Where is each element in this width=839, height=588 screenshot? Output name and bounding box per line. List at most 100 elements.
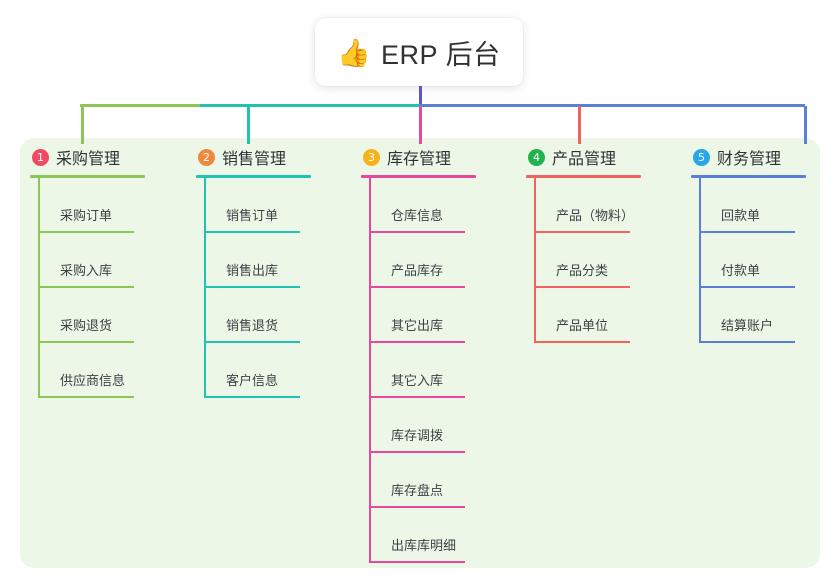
branch-spine [699, 178, 701, 343]
branch-item-label: 采购入库 [60, 263, 113, 278]
branch-item-rule [204, 341, 300, 343]
branch-item-rule [699, 341, 795, 343]
branch-header-rule [526, 175, 641, 178]
branch-item-label: 产品单位 [556, 318, 609, 333]
branch-header-2[interactable]: 2 销售管理 [196, 145, 356, 169]
trunk-connector [419, 86, 422, 105]
branch-item-label: 产品（物料） [556, 208, 635, 223]
branch-header-rule [691, 175, 806, 178]
branch-item[interactable]: 销售退货 [204, 288, 356, 343]
branch-item-label: 供应商信息 [60, 373, 126, 388]
branch-drop-3 [419, 106, 422, 144]
branch-item[interactable]: 结算账户 [699, 288, 839, 343]
branch-item[interactable]: 产品单位 [534, 288, 686, 343]
branch-item-rule [699, 231, 795, 233]
branch-item[interactable]: 产品库存 [369, 233, 521, 288]
branch-item-rule [369, 231, 465, 233]
branch-item-list: 采购订单采购入库采购退货供应商信息 [38, 178, 190, 398]
branch-item-rule [38, 396, 134, 398]
branch-item[interactable]: 其它出库 [369, 288, 521, 343]
branch-item-rule [38, 231, 134, 233]
branch-item-rule [369, 396, 465, 398]
root-node-card[interactable]: 👍 ERP 后台 [315, 18, 523, 86]
branch-title: 库存管理 [387, 151, 452, 168]
branch-title: 销售管理 [222, 151, 287, 168]
branch-item-label: 销售退货 [226, 318, 279, 333]
branch-item-list: 回款单付款单结算账户 [699, 178, 839, 343]
branch-item-rule [534, 341, 630, 343]
branch-item-label: 产品库存 [391, 263, 444, 278]
branch-spine [534, 178, 536, 343]
branch-number-badge: 2 [198, 148, 215, 166]
root-node-title: ERP 后台 [381, 39, 501, 70]
branch-header-rule [30, 175, 145, 178]
branch-item-rule [204, 286, 300, 288]
branch-spine [38, 178, 40, 398]
branch-item-rule [534, 231, 630, 233]
branch-title: 产品管理 [552, 151, 617, 168]
branch-item-rule [204, 231, 300, 233]
branch-drop-5 [804, 106, 807, 144]
branch-spine [204, 178, 206, 398]
thumbs-up-icon: 👍 [337, 37, 372, 68]
branch-item[interactable]: 库存调拨 [369, 398, 521, 453]
branch-item-label: 仓库信息 [391, 208, 444, 223]
branch-item-rule [369, 451, 465, 453]
branches-panel [20, 138, 820, 568]
branch-drop-4 [578, 106, 581, 144]
branch-item-rule [38, 286, 134, 288]
branch-item-rule [38, 341, 134, 343]
branch-item-label: 产品分类 [556, 263, 609, 278]
bus-segment-2 [200, 104, 420, 107]
branch-item-rule [204, 396, 300, 398]
branch-item-label: 销售订单 [226, 208, 279, 223]
branch-item[interactable]: 出库库明细 [369, 508, 521, 563]
branch-drop-2 [247, 106, 250, 144]
branch-header-4[interactable]: 4 产品管理 [526, 145, 686, 169]
branch-header-1[interactable]: 1 采购管理 [30, 145, 190, 169]
branch-title: 采购管理 [56, 151, 121, 168]
branch-drop-1 [81, 106, 84, 144]
branch-item[interactable]: 付款单 [699, 233, 839, 288]
branch-item[interactable]: 销售订单 [204, 178, 356, 233]
branch-item[interactable]: 供应商信息 [38, 343, 190, 398]
branch-number-badge: 1 [32, 148, 49, 166]
branch-number-badge: 4 [528, 148, 545, 166]
branch-item-list: 仓库信息产品库存其它出库其它入库库存调拨库存盘点出库库明细 [369, 178, 521, 563]
branch-item-label: 付款单 [721, 263, 761, 278]
branch-item-rule [699, 286, 795, 288]
branch-item[interactable]: 采购入库 [38, 233, 190, 288]
branch-column-2: 2 销售管理销售订单销售出库销售退货客户信息 [196, 145, 356, 398]
branch-item-rule [369, 506, 465, 508]
branch-item-rule [369, 286, 465, 288]
branch-item-rule [534, 286, 630, 288]
branch-column-1: 1 采购管理采购订单采购入库采购退货供应商信息 [30, 145, 190, 398]
branch-number-badge: 5 [693, 148, 710, 166]
branch-item-label: 出库库明细 [391, 538, 457, 553]
branch-item-label: 其它入库 [391, 373, 444, 388]
branch-spine [369, 178, 371, 563]
branch-item-list: 产品（物料） 产品分类产品单位 [534, 178, 686, 343]
branch-item-label: 采购退货 [60, 318, 113, 333]
branch-item[interactable]: 客户信息 [204, 343, 356, 398]
bus-segment-3 [420, 104, 805, 107]
branch-item[interactable]: 其它入库 [369, 343, 521, 398]
branch-item-label: 库存盘点 [391, 483, 444, 498]
branch-item[interactable]: 销售出库 [204, 233, 356, 288]
branch-item[interactable]: 仓库信息 [369, 178, 521, 233]
branch-header-rule [361, 175, 476, 178]
branch-item[interactable]: 产品分类 [534, 233, 686, 288]
branch-item[interactable]: 回款单 [699, 178, 839, 233]
branch-item[interactable]: 采购退货 [38, 288, 190, 343]
branch-item[interactable]: 库存盘点 [369, 453, 521, 508]
branch-item[interactable]: 产品（物料） [534, 178, 686, 233]
branch-item-label: 其它出库 [391, 318, 444, 333]
branch-item-rule [369, 561, 465, 563]
branch-item[interactable]: 采购订单 [38, 178, 190, 233]
branch-item-label: 销售出库 [226, 263, 279, 278]
